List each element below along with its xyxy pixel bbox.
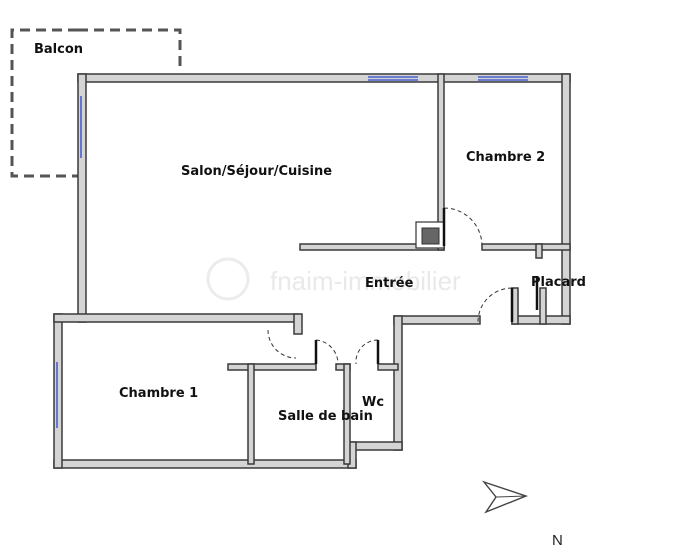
room-label-entree: Entrée [365,276,414,291]
watermark-logo [206,257,250,301]
wall-right-hall [393,315,403,451]
wall-bottom-entree [393,315,481,325]
balcony-outline-top [78,28,182,70]
wall-top [77,73,571,83]
room-label-chambre1: Chambre 1 [119,386,198,401]
wall-bottom [53,459,357,469]
door-chambre2-arc [443,207,483,247]
room-label-wc: Wc [362,395,384,410]
watermark: fnaim-immobilier [206,257,461,301]
wall-left-salon [77,73,87,323]
compass: N [481,480,563,549]
room-label-sdb: Salle de bain [278,409,373,424]
windows [56,76,528,428]
wall-placard-right [539,287,547,325]
room-label-salon: Salon/Séjour/Cuisine [181,164,332,179]
wall-left-chambre1 [53,313,63,469]
balcony-outline [10,28,78,178]
wall-corridor-left [227,363,317,371]
door-wc-arc [355,339,379,365]
walls [53,73,571,469]
wall-chambre2-left [437,73,445,251]
wall-chambre1-sdb [247,363,255,465]
compass-arrow-axis [495,495,527,498]
door-sdb-arc [315,339,339,365]
doors [267,207,539,365]
door-chambre1-arc [267,329,297,359]
room-label-placard: Placard [531,275,586,290]
ventilation-duct [421,227,440,245]
room-label-balcon: Balcon [34,42,83,57]
door-entrance-arc [477,287,513,323]
wall-top-chambre1 [53,313,299,323]
wall-corridor-right [377,363,399,371]
room-label-chambre2: Chambre 2 [466,150,545,165]
compass-north-label: N [552,532,563,549]
wall-chambre2-bottom [481,243,571,251]
wall-sdb-wc [343,363,351,465]
wall-stub-chambre1 [293,313,303,335]
wall-placard-stub [535,243,543,259]
watermark-text: fnaim-immobilier [270,266,461,296]
